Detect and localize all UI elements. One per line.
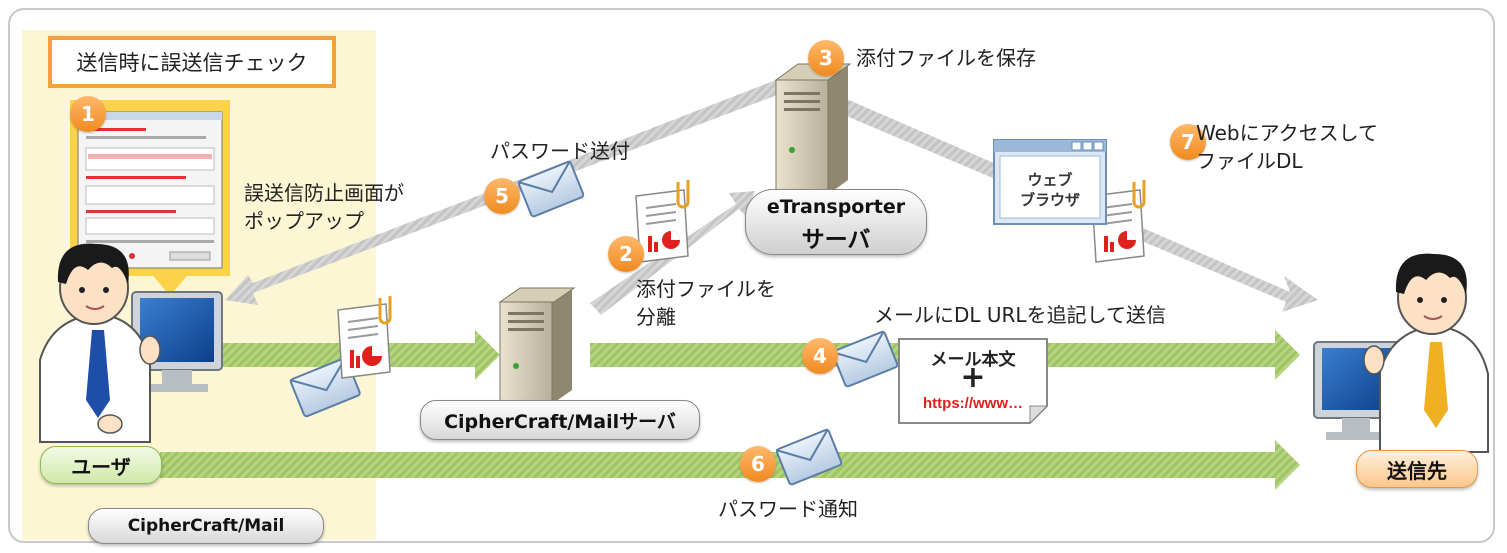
attachment-document-icon-step2 bbox=[635, 180, 690, 263]
password-send-label: パスワード送付 bbox=[490, 139, 630, 163]
recipient-figure-icon bbox=[1313, 253, 1489, 453]
step-badge-5: 5 bbox=[484, 178, 520, 214]
recipient-label: 送信先 bbox=[1356, 450, 1478, 488]
popup-label-line1: 誤送信防止画面が bbox=[244, 181, 404, 205]
step-badge-1: 1 bbox=[70, 96, 106, 132]
step-badge-3: 3 bbox=[808, 40, 844, 76]
user-figure-icon bbox=[39, 243, 223, 443]
web-access-label-line1: Webにアクセスして bbox=[1196, 121, 1379, 145]
envelope-icon-step5 bbox=[517, 160, 585, 218]
web-browser-icon bbox=[993, 139, 1107, 225]
etransporter-server-label: eTransporter サーバ bbox=[745, 189, 927, 255]
title-box: 送信時に誤送信チェック bbox=[48, 36, 336, 88]
step-badge-2: 2 bbox=[608, 236, 644, 272]
ciphercraft-server-icon bbox=[498, 287, 576, 405]
web-access-label-line2: ファイルDL bbox=[1196, 149, 1303, 173]
envelope-icon-step6 bbox=[775, 428, 843, 486]
separate-label-line1: 添付ファイルを bbox=[636, 277, 776, 301]
password-notify-label: パスワード通知 bbox=[718, 497, 858, 521]
step-badge-6: 6 bbox=[740, 446, 776, 482]
green-arrow-password-notify bbox=[160, 440, 1300, 490]
attachment-document-icon-user bbox=[337, 296, 392, 379]
mail-body-paper bbox=[898, 338, 1049, 425]
user-label: ユーザ bbox=[40, 446, 162, 484]
etransporter-name: eTransporter bbox=[766, 196, 906, 218]
mail-body-url: https://www… bbox=[923, 395, 1023, 412]
ciphercraft-mail-server-label: CipherCraft/Mailサーバ bbox=[420, 400, 700, 440]
popup-label-line2: ポップアップ bbox=[244, 209, 364, 233]
etransporter-server-icon bbox=[774, 63, 852, 197]
separate-label-line2: 分離 bbox=[636, 305, 676, 329]
step-badge-7: 7 bbox=[1170, 124, 1206, 160]
etransporter-server-word: サーバ bbox=[801, 227, 871, 253]
mail-url-label: メールにDL URLを追記して送信 bbox=[874, 303, 1166, 327]
browser-label-line1: ウェブ bbox=[1027, 171, 1073, 189]
mail-body: メール本文 + https://www… bbox=[899, 339, 1047, 423]
step-badge-4: 4 bbox=[802, 338, 838, 374]
mail-body-title: メール本文 bbox=[930, 350, 1016, 370]
envelope-icon-step4 bbox=[831, 330, 899, 388]
browser-label-line2: ブラウザ bbox=[1019, 191, 1080, 209]
mail-body-plus: + bbox=[960, 360, 986, 395]
ciphercraft-mail-label: CipherCraft/Mail bbox=[88, 508, 324, 544]
browser-label: ウェブ ブラウザ bbox=[1000, 170, 1100, 210]
save-attachment-label: 添付ファイルを保存 bbox=[856, 46, 1036, 70]
